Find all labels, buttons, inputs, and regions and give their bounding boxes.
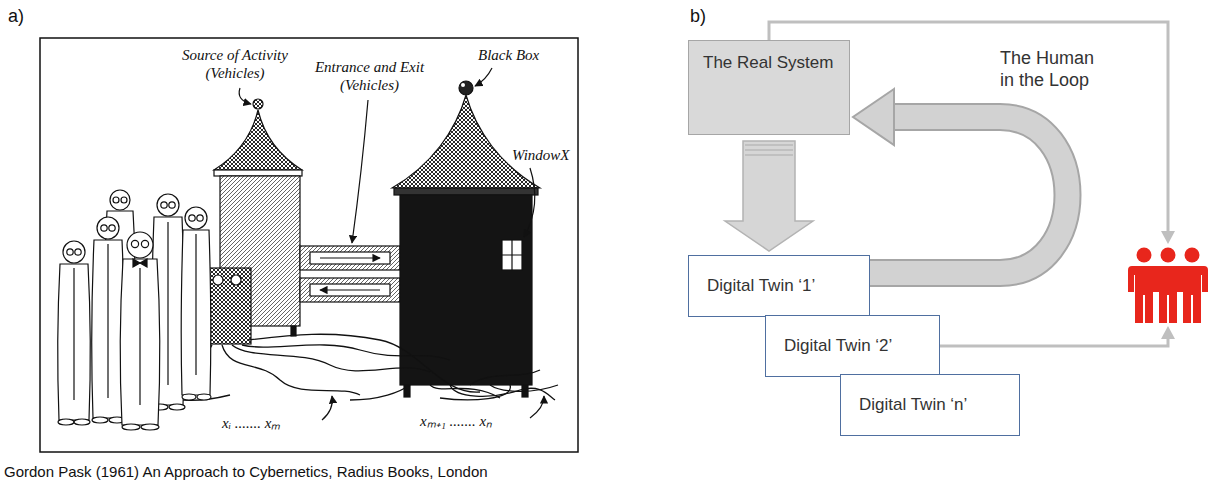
group-label: The Human in the Loop [1000, 48, 1100, 91]
system-box: The Real System [688, 40, 850, 135]
arrow-stripe [745, 154, 793, 156]
twin-box: Digital Twin ‘n’ [840, 374, 1020, 436]
arrow-head [1161, 231, 1175, 244]
source-tower [205, 99, 302, 344]
cables [158, 334, 558, 400]
annotation-label: WindowX [512, 146, 570, 164]
connector [940, 326, 1175, 346]
arrow-stripe [745, 149, 793, 151]
box-label: Digital Twin ‘1’ [707, 276, 815, 296]
annotation-label: Black Box [478, 46, 539, 64]
text-stack: Digital Twin ‘n’ [859, 395, 967, 415]
leader-arrows [239, 68, 544, 420]
twin-box: Digital Twin ‘1’ [688, 255, 870, 317]
connector [853, 89, 1068, 273]
block-arrow [725, 141, 813, 251]
picture-frame [40, 38, 578, 452]
vehicle-drawers [300, 246, 400, 302]
annotation-label: Source of Activity (Vehicles) [170, 46, 300, 82]
text-stack: The Real System [703, 53, 835, 73]
connector [725, 141, 813, 251]
curved-arrow-edge [870, 117, 1068, 273]
twin-box: Digital Twin ‘2’ [765, 315, 940, 377]
box-label: The Real System [703, 53, 833, 73]
box-label: Digital Twin ‘2’ [784, 336, 892, 356]
panel-letter: b) [690, 6, 706, 28]
panel-letter: a) [8, 6, 24, 28]
annotation-label: xᵢ ....... xₘ [222, 414, 280, 432]
observers [58, 190, 211, 430]
people-group: The Human in the Loop [1128, 245, 1208, 325]
annotation-label: xₘ₊₁ ....... xₙ [420, 412, 492, 430]
black-box-tower [392, 81, 540, 397]
figure-caption: Gordon Pask (1961) An Approach to Cybern… [4, 463, 488, 481]
annotation-label: Entrance and Exit (Vehicles) [312, 58, 427, 94]
people-icon [1128, 245, 1208, 325]
curved-arrow-body [870, 117, 1068, 273]
arrow-stripe [745, 144, 793, 146]
curved-arrow-head [853, 89, 894, 145]
box-label: Digital Twin ‘n’ [859, 395, 967, 415]
arrow-head [1161, 326, 1175, 339]
text-stack: Digital Twin ‘2’ [784, 336, 892, 356]
connector-line [940, 339, 1168, 346]
text-stack: Digital Twin ‘1’ [707, 276, 815, 296]
